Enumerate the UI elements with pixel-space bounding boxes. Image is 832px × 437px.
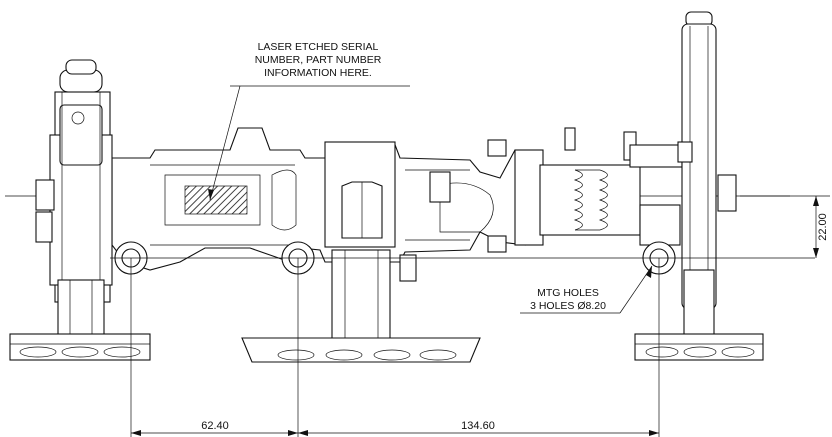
main-housing	[111, 127, 526, 271]
dim-22-00: 22.00	[817, 213, 829, 241]
right-foot-plate	[634, 333, 764, 361]
center-arm	[324, 141, 451, 341]
left-foot-plate	[9, 333, 151, 361]
serial-note-line-2: NUMBER, PART NUMBER	[255, 54, 382, 66]
center-foot-plate	[241, 337, 481, 363]
serial-note-line-1: LASER ETCHED SERIAL	[258, 41, 379, 53]
mtg-note-leader	[520, 265, 653, 314]
serial-number-area	[184, 185, 248, 215]
dimension-vertical	[740, 195, 830, 258]
serial-note-leader	[208, 85, 410, 201]
dim-62-40: 62.40	[201, 420, 229, 432]
dimension-extension-lines	[130, 258, 660, 437]
serial-note-line-3: INFORMATION HERE.	[264, 67, 372, 79]
spring-coils	[573, 169, 608, 231]
left-arm	[35, 59, 113, 336]
spring-assembly	[487, 127, 683, 253]
right-arm	[677, 11, 737, 343]
dimension-horizontal	[131, 430, 659, 436]
mtg-note-line-2: 3 HOLES Ø8.20	[530, 300, 606, 312]
mtg-note-line-1: MTG HOLES	[537, 287, 599, 299]
dim-134-60: 134.60	[461, 420, 495, 432]
